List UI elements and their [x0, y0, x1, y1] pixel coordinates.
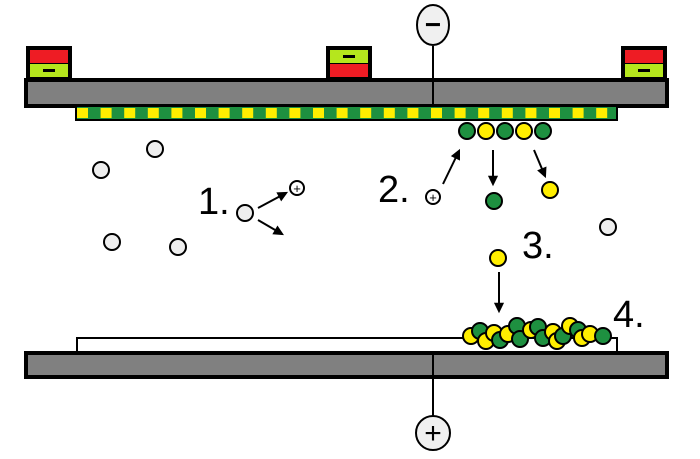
target-atom — [477, 122, 495, 140]
gas-atom — [236, 204, 254, 222]
step-4-label: 4. — [613, 294, 645, 336]
gas-atom — [92, 161, 110, 179]
magnet-pole — [30, 50, 68, 63]
target-stripe — [525, 108, 537, 118]
sputtered-atom — [485, 192, 503, 210]
cathode-sign: − — [425, 9, 441, 40]
target-stripe — [336, 108, 348, 118]
target-stripe — [265, 108, 277, 118]
gas-atom — [146, 140, 164, 158]
sputtered-atom — [489, 249, 507, 267]
target-atom — [515, 122, 533, 140]
gas-atom — [599, 218, 617, 236]
ion-plus-icon: + — [429, 190, 437, 205]
target-atom — [534, 122, 552, 140]
magnet-pole — [625, 50, 663, 63]
cathode-assembly: − — [24, 4, 669, 121]
arrow-head — [493, 302, 505, 314]
target-stripe — [478, 108, 490, 118]
gas-atom — [169, 238, 187, 256]
magnet-minus-icon — [343, 55, 355, 58]
arrow-head — [450, 148, 461, 161]
anode-assembly: + — [24, 317, 669, 451]
target-stripe — [407, 108, 419, 118]
target-stripe — [195, 108, 206, 118]
target-stripe — [572, 108, 584, 118]
target-stripe — [431, 108, 442, 118]
target-stripe — [596, 108, 608, 118]
target-stripe — [124, 108, 136, 118]
arrow-head — [276, 191, 289, 202]
anode-plate — [24, 351, 669, 379]
anode-sign: + — [424, 417, 442, 450]
sputtered-atom — [541, 181, 559, 199]
arrow-head — [272, 225, 284, 236]
target-stripe — [313, 108, 324, 118]
anode-terminal — [415, 415, 451, 451]
target-stripe — [242, 108, 254, 118]
target-stripe — [383, 108, 395, 118]
magnet-pole — [330, 64, 368, 77]
target-atom — [458, 122, 476, 140]
target-stripe — [454, 108, 466, 118]
target-stripe — [501, 108, 513, 118]
step-2-label: 2. — [378, 169, 410, 211]
target-stripe — [360, 108, 372, 118]
step-3-label: 3. — [522, 225, 554, 267]
gas-atom — [103, 233, 121, 251]
magnet-minus-icon — [638, 69, 650, 72]
target-stripe — [100, 108, 112, 118]
target-stripe — [171, 108, 183, 118]
target-stripe — [77, 108, 88, 118]
ion-plus-icon: + — [293, 181, 301, 196]
target-stripe — [289, 108, 301, 118]
ion — [425, 189, 441, 205]
arrow-head — [537, 166, 547, 179]
magnet-minus-icon — [43, 69, 55, 72]
arrow-head — [487, 175, 499, 187]
cathode-terminal — [416, 4, 450, 46]
ion — [289, 180, 305, 196]
target-stripe — [147, 108, 159, 118]
target-stripe — [549, 108, 560, 118]
cathode-plate — [24, 78, 669, 108]
deposited-atom — [594, 327, 612, 345]
step-1-label: 1. — [198, 181, 230, 223]
target-atom — [496, 122, 514, 140]
target-stripe — [218, 108, 230, 118]
